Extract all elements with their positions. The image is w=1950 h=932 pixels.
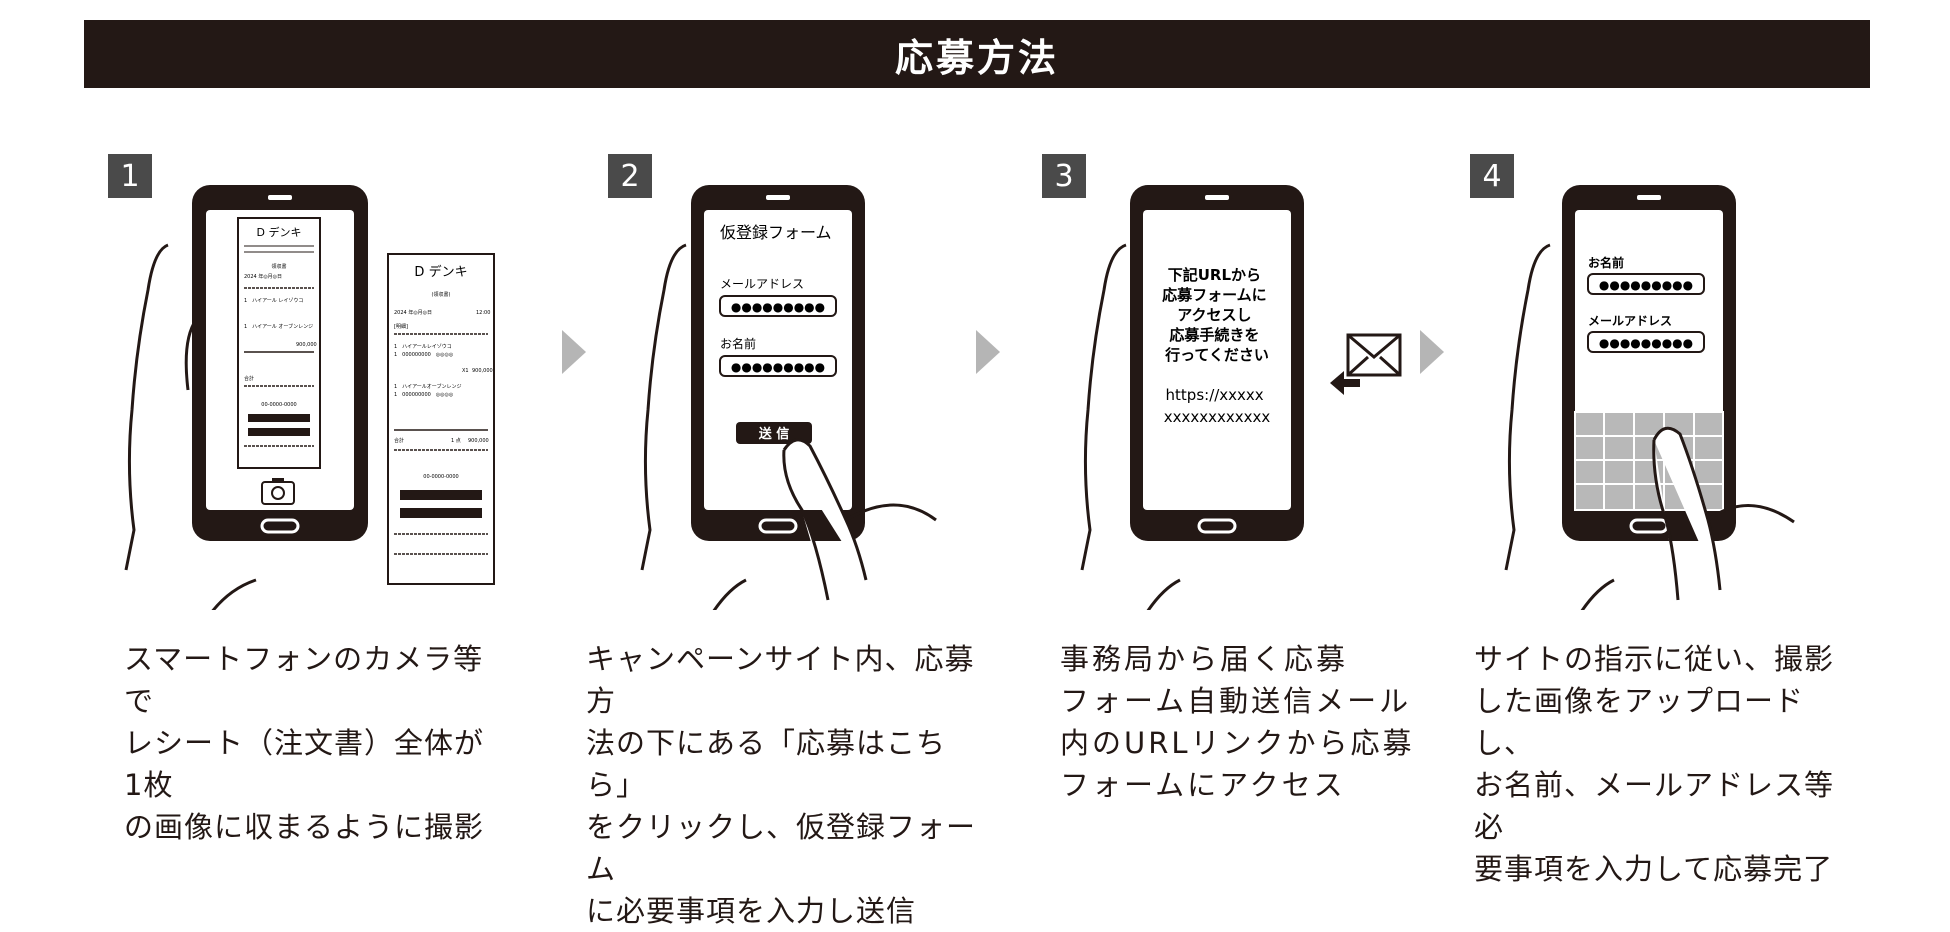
receipt-paper-total-price: 900,000 bbox=[468, 438, 489, 444]
step-2-description: キャンペーンサイト内、応募方 法の下にある「応募はこちら」 をクリックし、仮登録… bbox=[586, 642, 977, 928]
receipt-paper-header: (領収書) bbox=[432, 291, 451, 298]
form-title: 仮登録フォーム bbox=[720, 223, 832, 242]
receipt-phone-price: 900,000 bbox=[296, 342, 317, 348]
receipt-paper-item2b: 1 000000000 ◎◎◎◎ bbox=[394, 392, 454, 398]
step-3-illustration: 下記URLから 応募フォームに アクセスし 応募手続きを 行ってください htt… bbox=[1080, 185, 1402, 610]
step-number-badge: 3 bbox=[1042, 154, 1086, 198]
receipt-paper-total-count: 1 点 bbox=[451, 438, 461, 444]
email-field: ●●●●●●●●● bbox=[1599, 336, 1693, 350]
step-number-badge: 1 bbox=[108, 154, 152, 198]
receipt-paper-qty: X1 bbox=[462, 368, 469, 374]
receipt-phone-tel: 00-0000-0000 bbox=[261, 402, 296, 408]
receipt-paper-item1: 1 ハイアールレイゾウコ bbox=[394, 343, 452, 350]
step-3-description: 事務局から届く応募 フォーム自動送信メール 内のURLリンクから応募 フォームに… bbox=[1060, 642, 1415, 802]
step-number-badge: 4 bbox=[1470, 154, 1514, 198]
name-field: ●●●●●●●●● bbox=[731, 360, 825, 374]
step-4-illustration: お名前 ●●●●●●●●● メールアドレス ●●●●●●●●● bbox=[1504, 185, 1795, 610]
receipt-phone-store: D デンキ bbox=[257, 225, 302, 239]
receipt-phone-date: 2024 年◎月◎日 bbox=[244, 273, 282, 280]
email-label: メールアドレス bbox=[720, 277, 804, 291]
name-label: お名前 bbox=[1588, 255, 1624, 270]
receipt-paper-label: [明細] bbox=[394, 323, 408, 330]
url-text: https://xxxxx xxxxxxxxxxxx bbox=[1164, 386, 1271, 426]
receipt-paper-item1b: 1 000000000 ◎◎◎◎ bbox=[394, 352, 454, 358]
email-field: ●●●●●●●●● bbox=[731, 300, 825, 314]
receipt-paper-time: 12:00 bbox=[476, 310, 490, 316]
receipt-paper-total-label: 合計 bbox=[394, 437, 404, 444]
step-1: 1 D デンキ 領収書 2024 年◎月◎日 1 ハイアール レイゾウコ 1 ハ… bbox=[96, 150, 496, 844]
paper-receipt: D デンキ (領収書) 2024 年◎月◎日 12:00 [明細] 1 ハイアー… bbox=[387, 253, 495, 585]
step-4: 4 お名前 ●●●●●●●●● メールアドレス ●●●●●●●●● サイトの指示… bbox=[1458, 150, 1858, 886]
camera-icon bbox=[261, 478, 295, 505]
receipt-phone-item1: 1 ハイアール レイゾウコ bbox=[244, 297, 303, 304]
step-2: 2 仮登録フォーム メールアドレス ●●●●●●●●● お名前 ●●●●●●●●… bbox=[586, 150, 996, 928]
arrow-right-icon bbox=[1420, 330, 1444, 378]
step-4-description: サイトの指示に従い、撮影 した画像をアップロードし、 お名前、メールアドレス等必… bbox=[1474, 642, 1835, 886]
receipt-phone-item2: 1 ハイアール オーブンレンジ bbox=[244, 323, 313, 330]
instruction-message: 下記URLから 応募フォームに アクセスし 応募手続きを 行ってください bbox=[1162, 266, 1272, 364]
email-label: メールアドレス bbox=[1588, 314, 1672, 328]
arrow-right-icon bbox=[976, 330, 1000, 378]
step-3: 3 下記URLから 応募フォームに アクセスし 応募手続きを 行ってください h… bbox=[1030, 150, 1430, 822]
receipt-paper-item2: 1 ハイアールオーブンレンジ bbox=[394, 383, 461, 390]
step-1-illustration: D デンキ 領収書 2024 年◎月◎日 1 ハイアール レイゾウコ 1 ハイア… bbox=[124, 185, 495, 610]
receipt-paper-store: D デンキ bbox=[414, 264, 467, 280]
receipt-paper-price: 900,000 bbox=[472, 368, 493, 374]
name-field: ●●●●●●●●● bbox=[1599, 278, 1693, 292]
step-1-description: スマートフォンのカメラ等で レシート（注文書）全体が1枚 の画像に収まるように撮… bbox=[124, 642, 485, 844]
step-2-illustration: 仮登録フォーム メールアドレス ●●●●●●●●● お名前 ●●●●●●●●● … bbox=[640, 185, 937, 610]
receipt-phone-total: 合計 bbox=[244, 375, 254, 382]
send-button: 送 信 bbox=[758, 426, 790, 442]
mail-icon bbox=[1330, 333, 1402, 395]
receipt-paper-tel: 00-0000-0000 bbox=[423, 474, 458, 480]
page-title: 応募方法 bbox=[894, 35, 1059, 80]
step-number-badge: 2 bbox=[608, 154, 652, 198]
page-title-banner: 応募方法 bbox=[84, 20, 1870, 88]
receipt-paper-date: 2024 年◎月◎日 bbox=[394, 309, 432, 316]
barcode bbox=[400, 490, 482, 518]
receipt-phone-header: 領収書 bbox=[271, 263, 286, 270]
name-label: お名前 bbox=[720, 336, 756, 351]
barcode bbox=[248, 414, 310, 436]
arrow-right-icon bbox=[562, 330, 586, 378]
